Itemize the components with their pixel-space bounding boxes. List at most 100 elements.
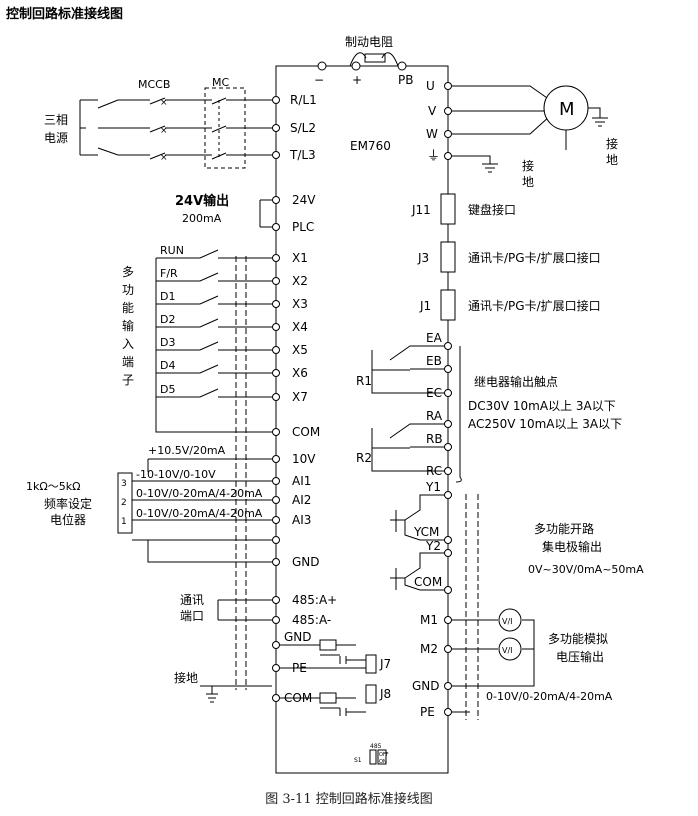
terminal-x1: X1: [292, 251, 308, 265]
connector-j3: J3: [417, 251, 429, 265]
relay-r2: R2: [356, 451, 372, 465]
aout-label-2: 电压输出: [556, 649, 604, 664]
mccb-label: MCCB: [138, 78, 170, 91]
source-line2: 电源: [44, 131, 68, 145]
pot-pin-1: 1: [121, 517, 127, 527]
switch-d2: D2: [160, 313, 175, 326]
svg-text:×: ×: [160, 98, 168, 108]
oc-y2: Y2: [425, 539, 441, 553]
drive-ground-1: 接: [522, 158, 534, 173]
terminal-rl1: R/L1: [290, 93, 317, 107]
source-line1: 三相: [44, 113, 68, 127]
meter-m2: V/I: [502, 646, 513, 655]
drive-ground-2: 地: [522, 175, 534, 189]
pot-range: 1kΩ～5kΩ: [26, 480, 81, 493]
terminal-24v: 24V: [292, 193, 316, 207]
terminal-x7: X7: [292, 390, 308, 404]
pot-pin-3: 3: [121, 479, 127, 489]
pot-pin-2: 2: [121, 498, 127, 508]
motor-ground-1: 接: [606, 136, 618, 151]
oc-label-1: 多功能开路: [534, 521, 594, 536]
terminal-x4: X4: [292, 320, 308, 334]
terminal-ai2: AI2: [292, 493, 311, 507]
pot-label-2: 电位器: [50, 512, 86, 527]
oc-y1: Y1: [425, 480, 441, 494]
terminal-x5: X5: [292, 343, 308, 357]
brake-resistor-label: 制动电阻: [345, 35, 393, 49]
ai1-range: -10-10V/0-10V: [136, 468, 216, 481]
page-title: 控制回路标准接线图: [6, 7, 124, 22]
terminal-plc: PLC: [292, 220, 314, 234]
ai2-range: 0-10V/0-20mA/4-20mA: [136, 487, 263, 500]
multi-input-0: 多: [122, 265, 134, 279]
oc-label-2: 集电极输出: [542, 539, 602, 554]
connector-j11-desc: 键盘接口: [468, 202, 516, 217]
meter-m1: V/I: [502, 617, 513, 626]
motor-ground-2: 地: [606, 153, 618, 167]
s1-off: OFF: [379, 752, 389, 758]
s1-on: ON: [379, 759, 387, 765]
svg-text:⏚: ⏚: [427, 149, 440, 164]
out24-label: 24V输出: [175, 193, 229, 209]
multi-input-3: 输: [122, 318, 134, 333]
comm-label-2: 端口: [180, 609, 204, 623]
switch-d4: D4: [160, 359, 175, 372]
device-model: EM760: [350, 139, 391, 153]
terminal-x3: X3: [292, 297, 308, 311]
connector-j1: J1: [419, 299, 431, 313]
oc-range: 0V~30V/0mA~50mA: [528, 563, 644, 576]
figure-caption: 图 3-11 控制回路标准接线图: [265, 792, 433, 807]
aout-label-1: 多功能模拟: [548, 632, 608, 646]
relay-ec: EC: [426, 386, 442, 400]
brake-pb: PB: [398, 73, 413, 87]
brake-plus: +: [352, 73, 362, 87]
switch-fr: F/R: [160, 267, 178, 280]
terminal-sl2: S/L2: [290, 121, 316, 135]
connector-j11: J11: [411, 203, 431, 217]
comm-label-1: 通讯: [180, 593, 204, 607]
terminal-w: W: [426, 127, 438, 141]
svg-text:×: ×: [160, 153, 168, 163]
aout-gnd: GND: [412, 679, 440, 693]
s1-label: S1: [354, 757, 362, 764]
relay-spec2: AC250V 10mA以上 3A以下: [468, 417, 622, 431]
ai3-range: 0-10V/0-20mA/4-20mA: [136, 507, 263, 520]
aout-m1: M1: [420, 613, 438, 627]
terminal-tl3: T/L3: [289, 148, 316, 162]
terminal-ai3: AI3: [292, 513, 311, 527]
out24-current: 200mA: [182, 212, 222, 225]
pot-label-1: 频率设定: [44, 496, 92, 511]
switch-run: RUN: [160, 244, 184, 257]
terminal-ai1: AI1: [292, 474, 311, 488]
terminal-485b: 485:A-: [292, 613, 331, 627]
terminal-v: V: [428, 104, 437, 118]
multi-input-5: 端: [122, 355, 134, 369]
oc-com: COM: [414, 575, 442, 589]
relay-rb: RB: [426, 432, 443, 446]
oc-ycm: YCM: [413, 525, 439, 539]
connector-j3-desc: 通讯卡/PG卡/扩展口接口: [468, 250, 601, 265]
shield-com: COM: [284, 691, 312, 705]
multi-input-4: 入: [122, 337, 134, 351]
jumper-j7: J7: [379, 657, 391, 671]
multi-input-2: 能: [122, 301, 134, 315]
terminal-gnd: GND: [292, 555, 320, 569]
shield-ground: 接地: [174, 670, 198, 685]
s1-485: 485: [370, 743, 382, 750]
aout-m2: M2: [420, 642, 438, 656]
relay-ra: RA: [426, 409, 443, 423]
terminal-com: COM: [292, 425, 320, 439]
relay-rc: RC: [426, 464, 442, 478]
shield-gnd: GND: [284, 630, 312, 644]
relay-spec1: DC30V 10mA以上 3A以下: [468, 399, 616, 413]
multi-input-1: 功: [122, 283, 134, 297]
mc-label: MC: [212, 76, 229, 89]
terminal-10v: 10V: [292, 452, 316, 466]
switch-d3: D3: [160, 336, 175, 349]
relay-eb: EB: [426, 354, 442, 368]
terminal-u: U: [426, 79, 435, 93]
aout-range: 0-10V/0-20mA/4-20mA: [486, 690, 613, 703]
shield-pe: PE: [292, 661, 307, 675]
terminal-x6: X6: [292, 366, 308, 380]
